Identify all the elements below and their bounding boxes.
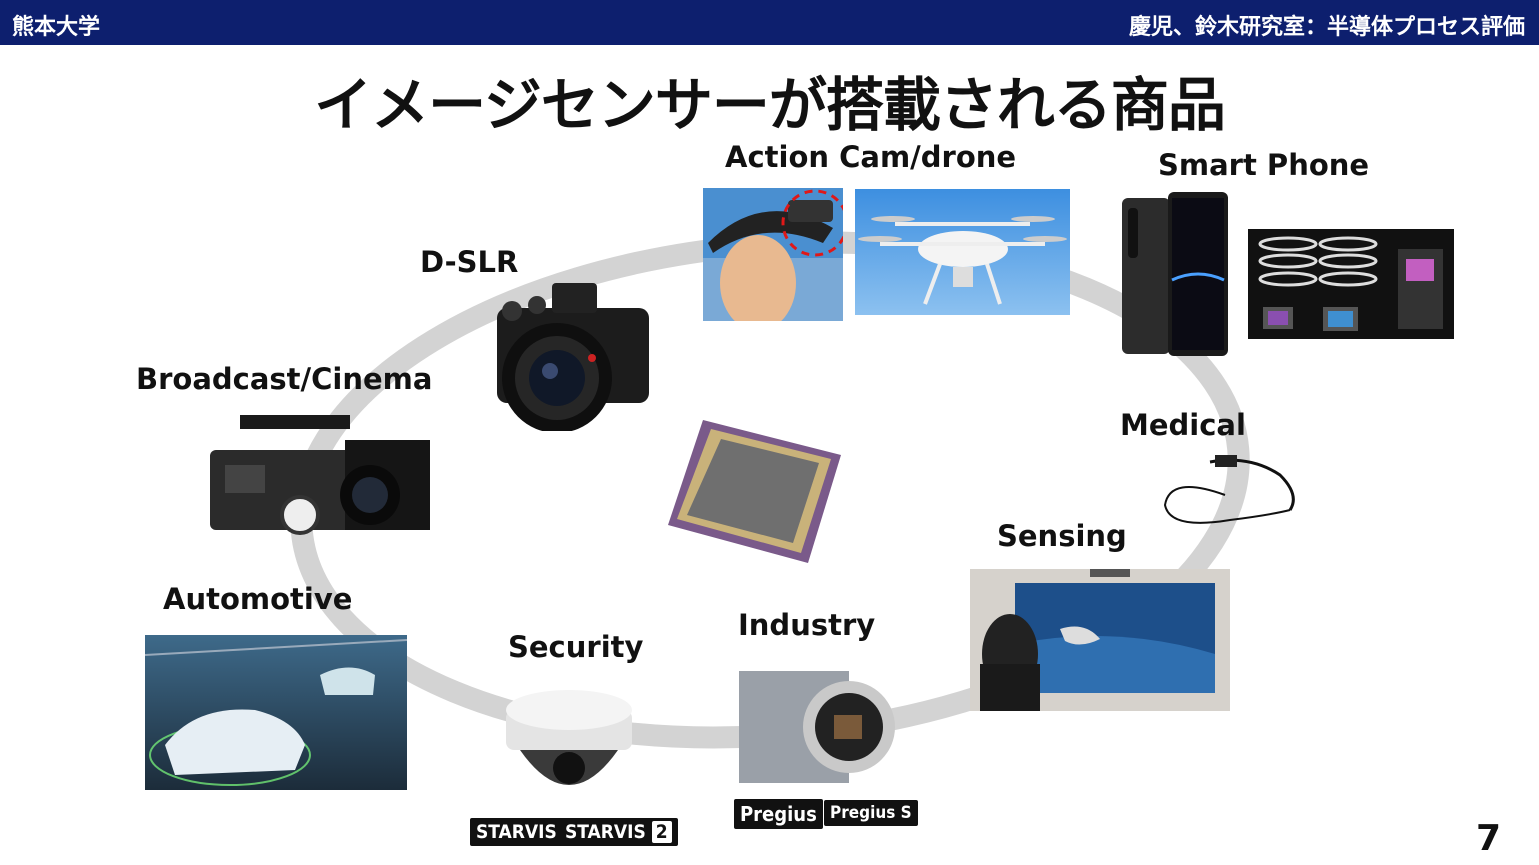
- dslr-photo: [492, 283, 654, 431]
- label-security: Security: [508, 630, 644, 664]
- automotive-photo: [145, 635, 407, 790]
- image-sensor-chip: [663, 415, 843, 565]
- label-medical: Medical: [1120, 408, 1246, 442]
- starvis-badge: STARVIS: [470, 818, 563, 846]
- label-broadcast: Broadcast/Cinema: [136, 362, 433, 396]
- cinema-camera-photo: [205, 410, 433, 545]
- drone-photo: [855, 189, 1070, 315]
- label-smart-phone: Smart Phone: [1158, 148, 1370, 182]
- page-number: 7: [1475, 818, 1501, 859]
- industry-camera-photo: [734, 663, 899, 791]
- slide-title: イメージセンサーが搭載される商品: [314, 71, 1226, 139]
- sensing-photo: [970, 569, 1230, 711]
- university-name: 熊本大学: [12, 15, 101, 40]
- label-dslr: D-SLR: [420, 245, 519, 279]
- label-automotive: Automotive: [163, 582, 353, 616]
- endoscope-photo: [1160, 450, 1305, 530]
- label-action-cam: Action Cam/drone: [725, 140, 1017, 174]
- phone-sensor-photo: [1248, 229, 1454, 339]
- action-cam-photo: [703, 188, 843, 321]
- pregius-s-badge: Pregius S: [824, 800, 918, 826]
- lab-name: 慶児、鈴木研究室：半導体プロセス評価: [1128, 15, 1525, 40]
- pregius-badge: Pregius: [734, 799, 823, 829]
- label-industry: Industry: [738, 608, 876, 642]
- smartphone-photo: [1120, 190, 1232, 358]
- label-sensing: Sensing: [997, 519, 1127, 553]
- security-camera-photo: [498, 680, 640, 808]
- header-bar: 熊本大学 慶児、鈴木研究室：半導体プロセス評価: [0, 0, 1539, 45]
